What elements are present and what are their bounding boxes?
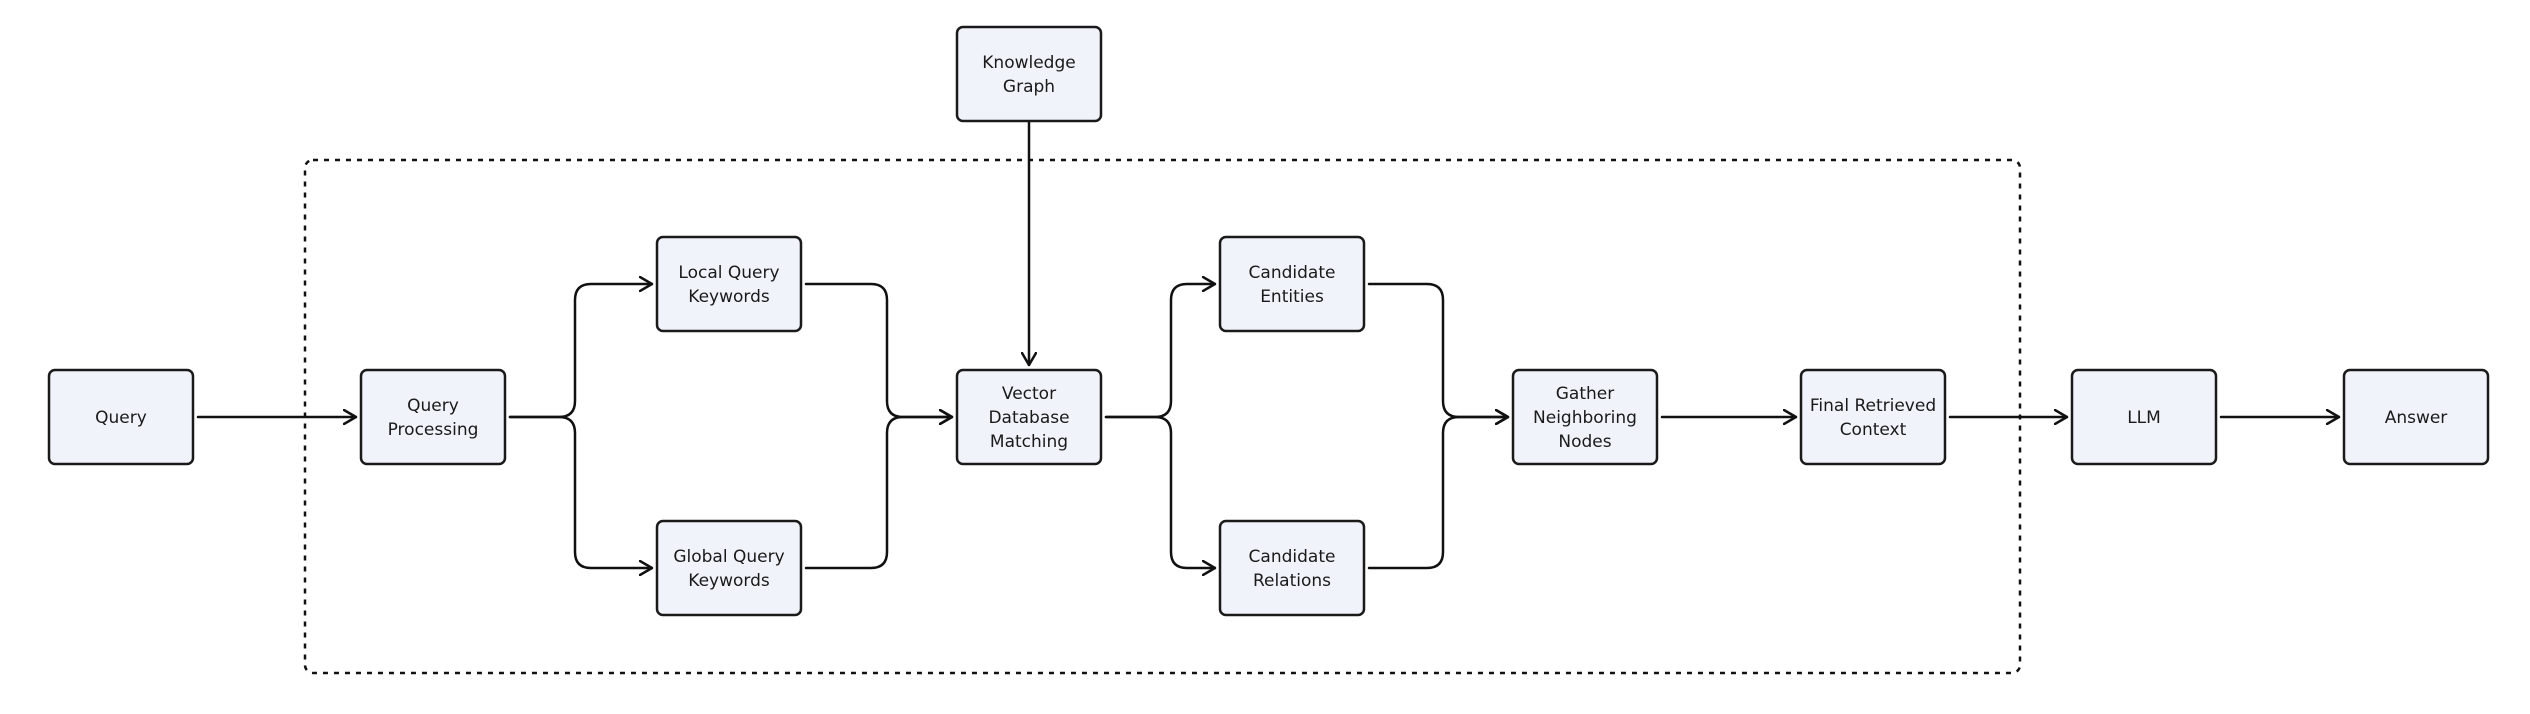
- node-label-line: Query: [407, 396, 459, 416]
- node-llm: LLM: [2070, 368, 2218, 466]
- node-label-line: Local Query: [678, 263, 779, 283]
- node-label-line: Relations: [1253, 571, 1331, 591]
- node-label-line: Matching: [990, 432, 1068, 452]
- node-box: [2070, 368, 2218, 466]
- node-box: [955, 25, 1103, 123]
- node-box: [2342, 368, 2490, 466]
- node-label-line: Context: [1840, 420, 1907, 440]
- node-box: [655, 519, 803, 617]
- node-label-line: Query: [95, 408, 147, 428]
- edge-global-query-keywords-to-vector-database-matching: [804, 417, 954, 570]
- node-box: [359, 368, 507, 466]
- node-label-line: Processing: [388, 420, 479, 440]
- edge-local-query-keywords-to-vector-database-matching: [804, 282, 954, 417]
- node-label-line: Neighboring: [1533, 408, 1637, 428]
- node-label-line: Gather: [1556, 384, 1614, 404]
- node-label-line: Final Retrieved: [1810, 396, 1936, 416]
- node-label-line: Answer: [2385, 408, 2448, 428]
- edge-vector-database-matching-to-candidate-relations: [1104, 415, 1217, 568]
- node-box: [1218, 519, 1366, 617]
- edge-query-processing-to-local-query-keywords: [508, 284, 654, 419]
- node-label-line: Keywords: [688, 287, 770, 307]
- node-label-line: Database: [988, 408, 1069, 428]
- node-label-line: Nodes: [1558, 432, 1611, 452]
- node-label-line: Candidate: [1249, 547, 1336, 567]
- node-answer: Answer: [2342, 368, 2490, 466]
- node-label-line: LLM: [2127, 408, 2161, 428]
- edge-candidate-relations-to-gather-neighboring-nodes: [1367, 417, 1510, 570]
- node-query: Query: [47, 368, 195, 466]
- node-label-line: Vector: [1002, 384, 1056, 404]
- edge-vector-database-matching-to-candidate-entities: [1104, 284, 1217, 419]
- node-box: [1218, 235, 1366, 333]
- node-label-line: Candidate: [1249, 263, 1336, 283]
- node-label-line: Knowledge: [982, 53, 1075, 73]
- node-box: [655, 235, 803, 333]
- node-box: [955, 368, 1103, 466]
- node-box: [47, 368, 195, 466]
- node-box: [1511, 368, 1659, 466]
- edge-query-processing-to-global-query-keywords: [508, 415, 654, 568]
- node-label-line: Entities: [1260, 287, 1324, 307]
- node-label-line: Keywords: [688, 571, 770, 591]
- edges-layer: [196, 119, 2341, 570]
- edge-candidate-entities-to-gather-neighboring-nodes: [1367, 282, 1510, 417]
- node-box: [1799, 368, 1947, 466]
- node-label-line: Graph: [1003, 77, 1055, 97]
- node-label-line: Global Query: [673, 547, 784, 567]
